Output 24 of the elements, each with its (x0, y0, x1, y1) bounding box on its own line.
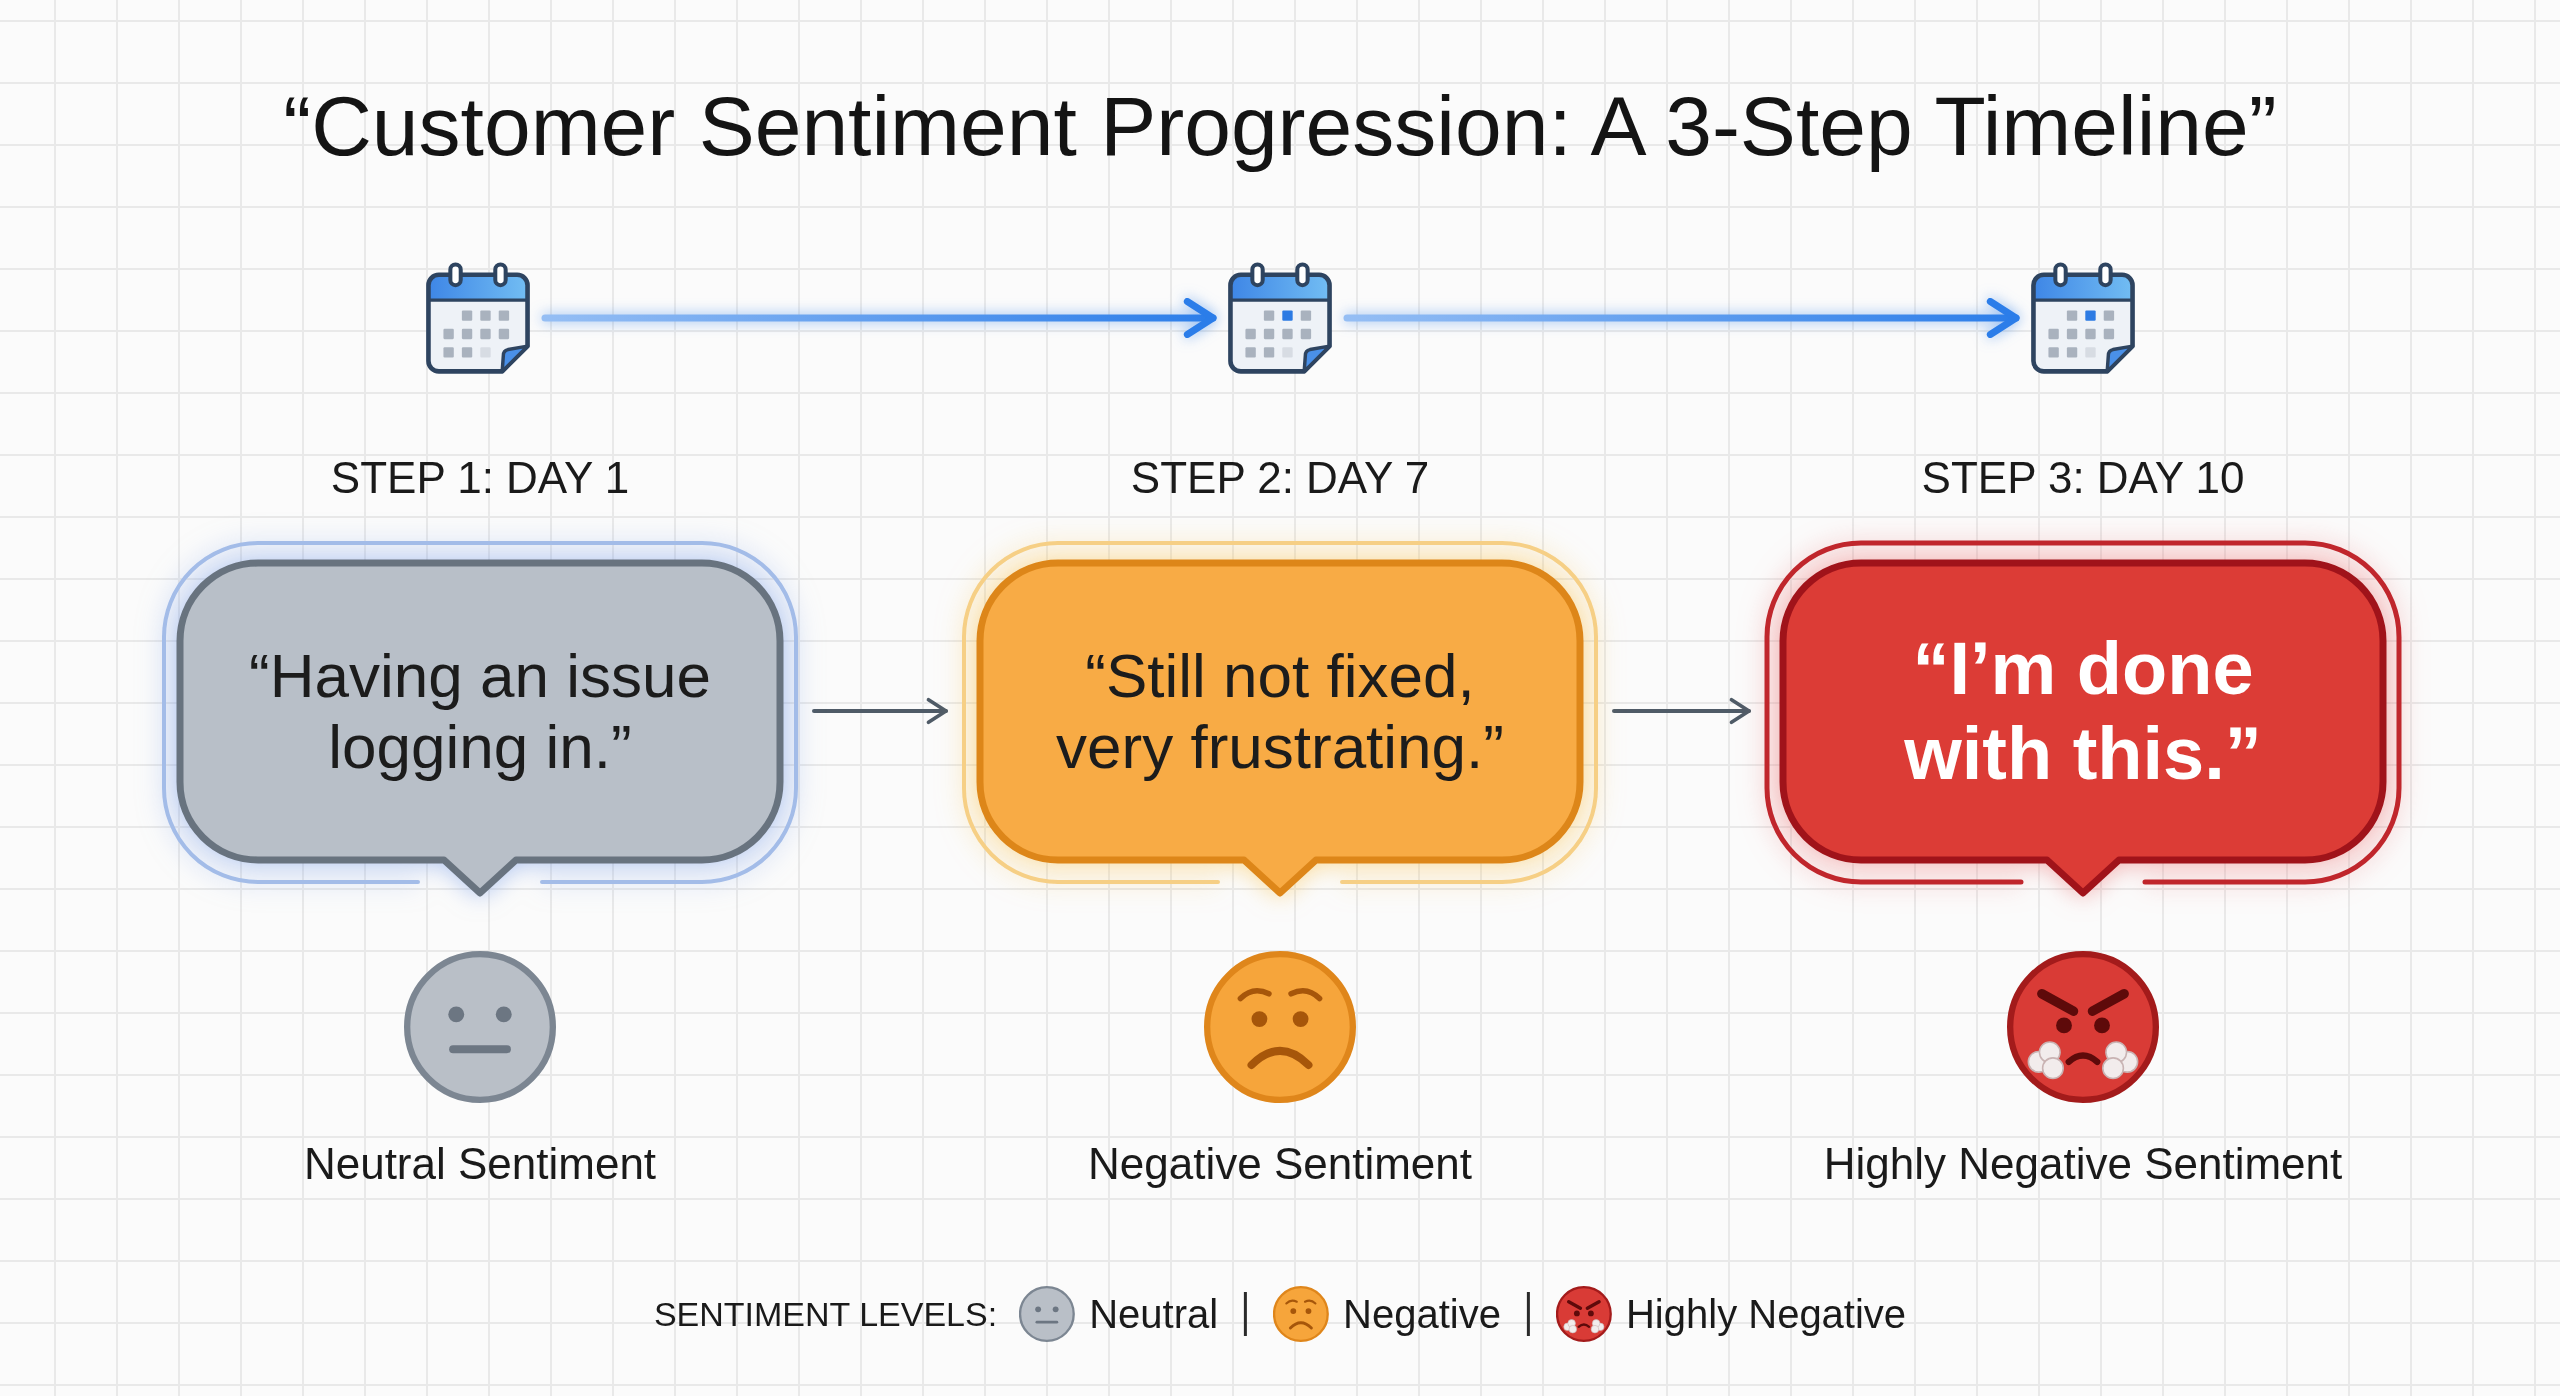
legend-label: Highly Negative (1626, 1291, 1907, 1337)
sentiment-label: Highly Negative Sentiment (1823, 1138, 2343, 1190)
step-label: STEP 1: DAY 1 (330, 452, 630, 504)
arrow (1612, 697, 1751, 725)
quote-text: “Still not fixed, very frustrating.” (1055, 640, 1505, 783)
arrow (541, 298, 1217, 338)
quote-text: “Having an issue logging in.” (248, 640, 712, 783)
calendar-icon (2030, 261, 2136, 376)
legend-title: SENTIMENT LEVELS: (653, 1294, 998, 1334)
legend-label: Neutral (1089, 1291, 1219, 1337)
quote-text: “I’m done with this.” (1903, 627, 2263, 796)
legend-label: Negative (1343, 1291, 1501, 1337)
arrow (1343, 298, 2020, 338)
speech-bubble (1763, 538, 2403, 900)
title: “Customer Sentiment Progression: A 3-Step Timeline” (283, 78, 2277, 175)
speech-bubble (160, 538, 800, 900)
calendar-icon (1227, 261, 1333, 376)
sentiment-label: Negative Sentiment (1088, 1138, 1472, 1190)
step-label: STEP 2: DAY 7 (1130, 452, 1430, 504)
sentiment-label: Neutral Sentiment (303, 1138, 657, 1190)
calendar-icon (425, 261, 531, 376)
step-label: STEP 3: DAY 10 (1921, 452, 2245, 504)
arrow (812, 697, 948, 725)
speech-bubble (960, 538, 1600, 900)
